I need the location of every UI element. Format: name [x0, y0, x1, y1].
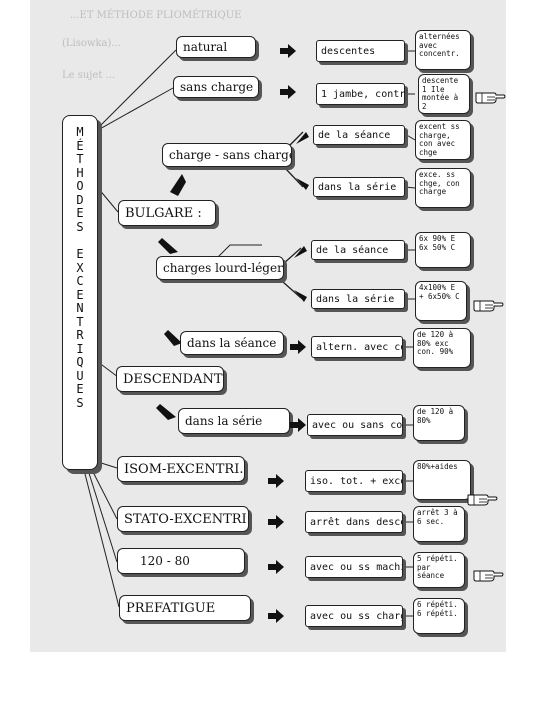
method-natural: natural: [176, 36, 256, 58]
leaf-de-120-a-80-exc: de 120 à 80% exc con. 90%: [413, 328, 471, 368]
title-letter: T: [76, 314, 84, 329]
leaf-alternees: alternées avec concentr.: [415, 30, 471, 70]
title-letter: I: [76, 341, 84, 356]
connector-sans-charge: [97, 87, 174, 131]
leaf-5-repeti: 5 répéti. par séance: [413, 552, 465, 588]
detail-iso-tot: iso. tot. + excen.: [305, 470, 403, 492]
arrow-to-charges-lourd: [158, 238, 178, 254]
right-arrow-icon: [280, 44, 296, 58]
title-letter: D: [76, 192, 84, 207]
detail-descentes: descentes: [316, 40, 405, 62]
title-letter: Q: [76, 355, 84, 369]
connector-natural: [97, 49, 177, 129]
pointing-hand-icon: [475, 92, 506, 104]
leaf-exce-ss-chge: exce. ss chge, con charge: [415, 168, 471, 208]
right-arrow-icon: [268, 515, 284, 529]
method-sans-charge: sans charge: [173, 76, 259, 98]
arrow-split-down-1: [296, 178, 309, 190]
detail-avec-ou-ss-machi: avec ou ss machi.: [305, 556, 403, 578]
leaf-6-repeti: 6 répéti. 6 répéti.: [413, 598, 465, 634]
pointing-hand-icon: [473, 570, 504, 582]
connector-bulgare: [97, 187, 119, 213]
right-arrow-icon: [268, 474, 284, 488]
detail-dans-la-serie-1: dans la série: [313, 177, 405, 197]
title-letter: R: [76, 328, 84, 342]
connector-prefatigue: [83, 469, 120, 608]
title-letter: N: [76, 301, 84, 315]
title-letter: X: [76, 260, 84, 275]
right-arrow-icon: [280, 85, 296, 99]
title-letter: S: [76, 395, 84, 410]
right-arrow-icon: [290, 418, 306, 432]
leaf-80-aides: 80%+aides: [413, 460, 471, 500]
leaf-excent-ss-charge: excent ss charge, con avec chge: [415, 120, 471, 160]
leaf-arret-3-a-6: arrêt 3 à 6 sec.: [413, 506, 465, 542]
arrow-to-dans-serie: [156, 404, 176, 420]
method-isom-excentri: ISOM-EXCENTRI.: [117, 456, 245, 482]
method-prefatigue: PREFATIGUE: [119, 595, 251, 621]
title-letter: T: [76, 152, 84, 166]
detail-de-la-seance-1: de la séance: [313, 125, 405, 145]
leaf-4x100: 4x100% E + 6x50% C: [415, 281, 467, 321]
pointing-hand-icon: [473, 300, 504, 312]
title-letter: C: [76, 274, 84, 288]
title-letter: U: [76, 368, 84, 383]
right-arrow-icon: [290, 340, 306, 354]
pointing-hand-icon: [467, 494, 498, 506]
arrow-to-dans-seance: [164, 330, 182, 346]
faded-body-text: Le sujet ...: [62, 70, 116, 81]
connector-isom: [97, 461, 118, 469]
arrow-to-charge-sans: [170, 174, 186, 196]
title-letter: É: [76, 138, 84, 153]
detail-arret-dans-descen: arrêt dans descen.: [305, 511, 403, 533]
leaf-6x90: 6x 90% E 6x 50% C: [415, 232, 471, 268]
detail-avec-ou-sans-con: avec ou sans con.: [307, 414, 403, 436]
title-letter: E: [76, 247, 84, 261]
detail-altern-avec-con: altern. avec con.: [311, 336, 403, 358]
detail-dans-la-serie-2: dans la série: [311, 289, 405, 309]
detail-1-jambe: 1 jambe, contrebas: [316, 83, 405, 105]
title-letter: E: [76, 206, 84, 220]
method-descendante: DESCENDANTE: [116, 366, 224, 392]
faded-subheader: (Lisowka)...: [62, 38, 121, 49]
method-bulgare: BULGARE :: [118, 200, 216, 226]
right-arrow-icon: [268, 609, 284, 623]
faded-header: ...ET MÉTHODE PLIOMÉTRIQUE: [70, 10, 242, 21]
leaf-descente-montee: descente 1 Ile montée à 2: [418, 74, 470, 114]
connector-120-80: [87, 469, 118, 563]
method-stato-excentri: STATO-EXCENTRI: [117, 506, 249, 532]
leaf-de-120-a-80: de 120 à 80%: [413, 405, 465, 441]
method-charges-lourd-leger: charges lourd-léger: [156, 256, 284, 280]
method-dans-la-serie: dans la série: [178, 408, 290, 434]
connector-descendante: [97, 361, 119, 378]
method-charge-sans-charge: charge - sans charge: [162, 143, 292, 167]
title-letter: H: [76, 165, 84, 180]
title-letter: M: [76, 125, 84, 139]
title-letter: O: [76, 179, 84, 193]
right-arrow-icon: [268, 560, 284, 574]
connector-stato: [91, 469, 118, 520]
arrow-split-up-2: [294, 246, 307, 258]
detail-avec-ou-ss-charge: avec ou ss charge: [305, 605, 403, 627]
method-120-80: 120 - 80: [117, 548, 245, 574]
title-letter: S: [76, 219, 84, 234]
arrow-split-down-2: [294, 290, 307, 302]
title-letter: E: [76, 382, 84, 396]
detail-de-la-seance-2: de la séance: [311, 240, 405, 260]
arrow-split-up-1: [296, 132, 309, 144]
title-letter: E: [76, 287, 84, 302]
method-dans-la-seance: dans la séance: [180, 331, 284, 355]
